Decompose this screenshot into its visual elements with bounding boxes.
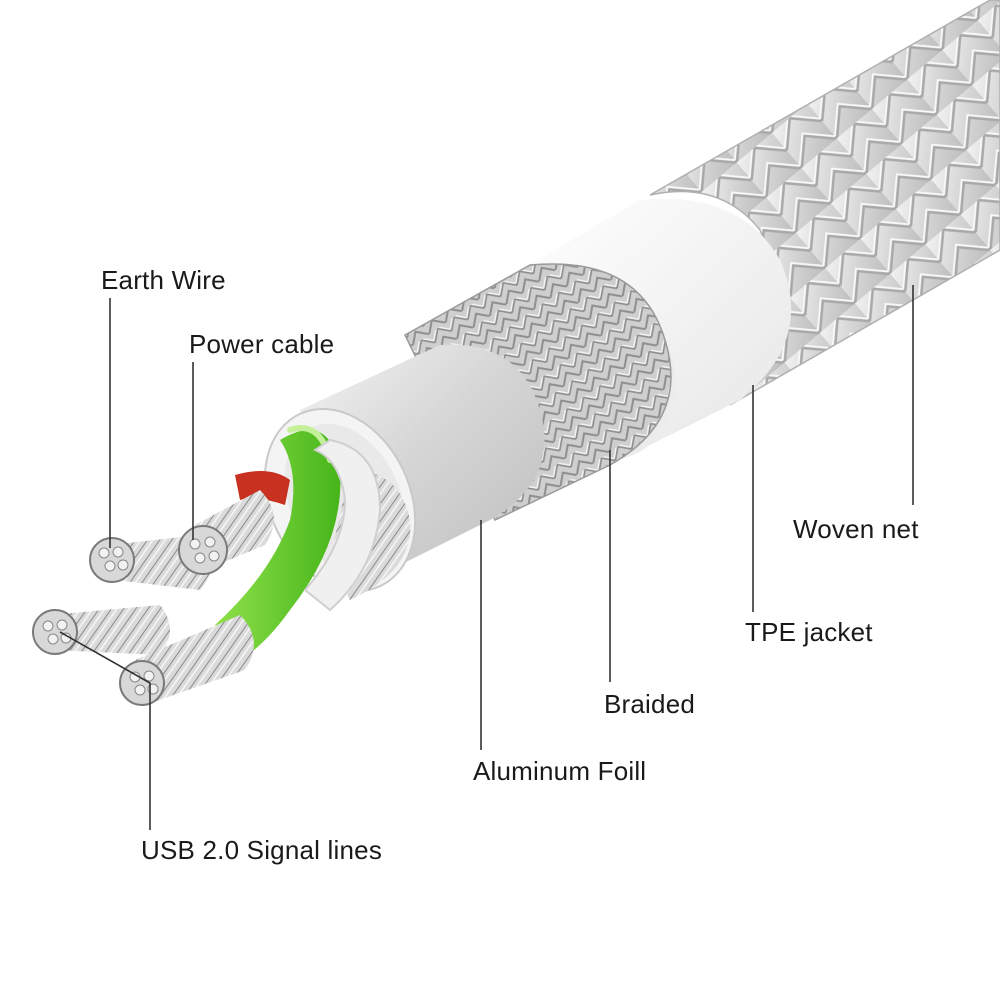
label-tpe-jacket: TPE jacket bbox=[745, 617, 873, 647]
label-aluminum-foil: Aluminum Foill bbox=[473, 756, 647, 786]
leader-lines bbox=[59, 285, 914, 830]
leader-usb-signal bbox=[59, 631, 151, 830]
label-earth-wire: Earth Wire bbox=[101, 265, 226, 295]
label-braided: Braided bbox=[604, 689, 696, 719]
strand-power-cable bbox=[178, 490, 274, 575]
label-power-cable: Power cable bbox=[189, 329, 335, 359]
white-insulated-wire bbox=[303, 438, 382, 612]
label-woven-net: Woven net bbox=[793, 514, 919, 544]
label-usb-signal-lines: USB 2.0 Signal lines bbox=[141, 835, 383, 865]
strand-signal-line-1 bbox=[32, 605, 170, 655]
